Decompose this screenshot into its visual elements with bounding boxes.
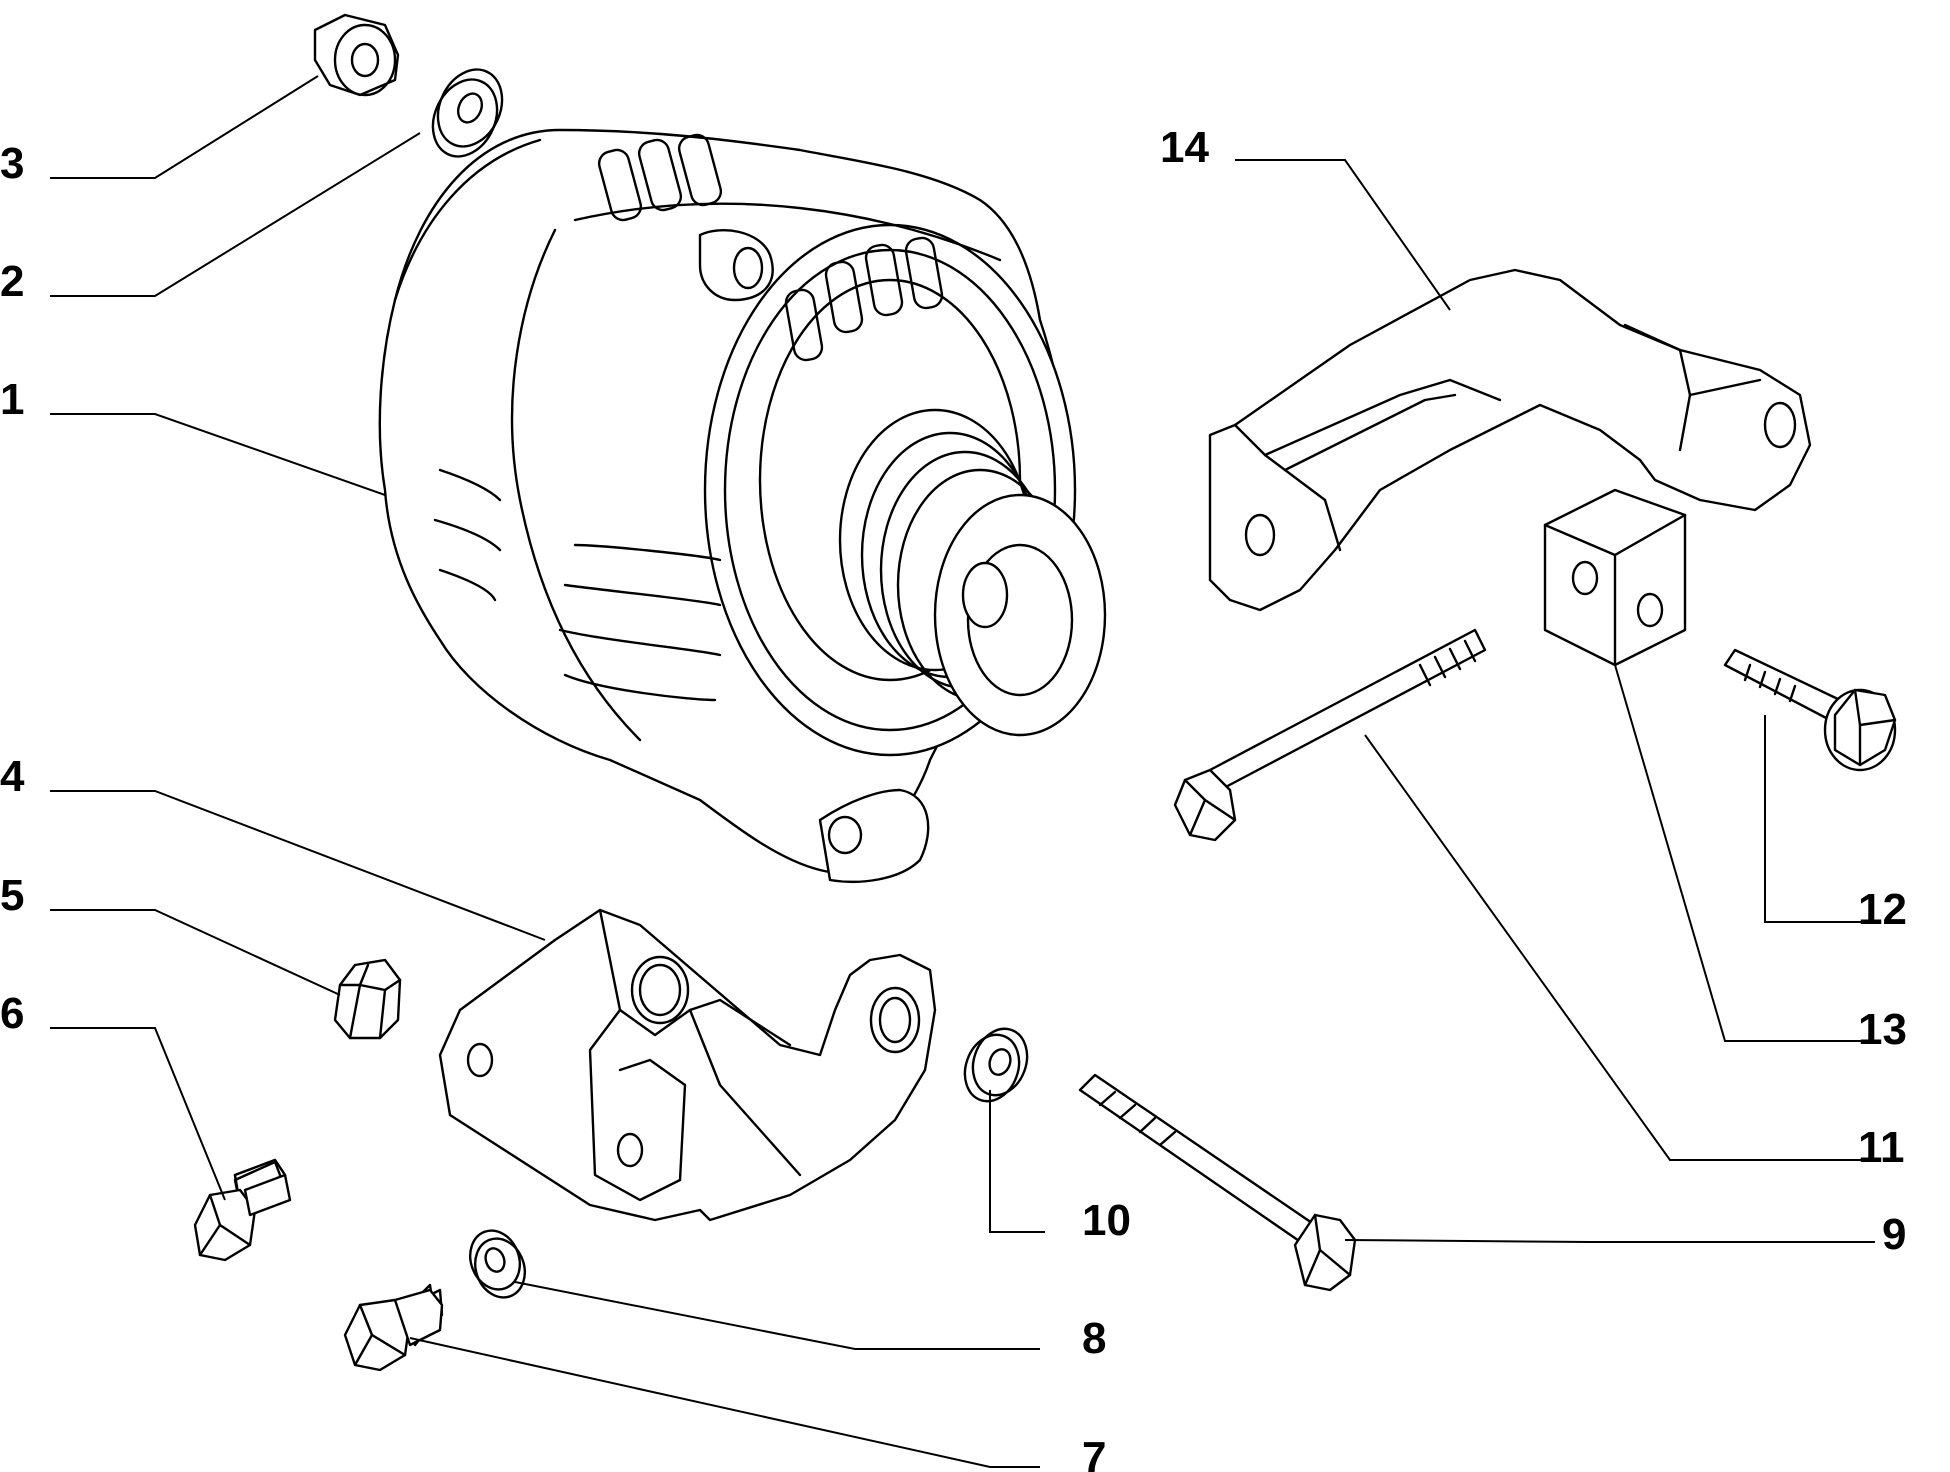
callout-8: 8: [1082, 1314, 1106, 1363]
callout-1: 1: [0, 375, 24, 424]
flanged-bolt: [1723, 648, 1897, 772]
callout-labels: 1 2 3 4 5 6 7 8 9 10 11 12 13 14: [0, 123, 1907, 1472]
leader-1: [50, 413, 386, 496]
short-bolt: [193, 1158, 292, 1262]
callout-7: 7: [1082, 1433, 1106, 1472]
washer-bolt-lower: [963, 1027, 1029, 1103]
leader-10: [989, 1090, 1045, 1233]
leader-9: [1344, 1239, 1875, 1243]
leader-12: [1764, 715, 1875, 923]
callout-10: 10: [1082, 1196, 1131, 1245]
callout-14: 14: [1160, 123, 1209, 172]
tensioner-bracket: [1208, 268, 1812, 612]
callout-13: 13: [1858, 1005, 1907, 1054]
callout-2: 2: [0, 257, 24, 306]
leader-2: [50, 132, 421, 297]
callout-4: 4: [0, 752, 25, 801]
callout-11: 11: [1858, 1123, 1905, 1172]
long-bolt-lower: [1078, 1073, 1357, 1292]
callout-12: 12: [1858, 885, 1907, 934]
leader-lines: [50, 75, 1875, 1468]
leader-8: [514, 1281, 1040, 1350]
callout-3: 3: [0, 139, 24, 188]
spacer-block: [1543, 488, 1687, 667]
leader-3: [50, 75, 319, 179]
long-bolt-upper: [1173, 628, 1487, 842]
leader-4: [50, 790, 546, 941]
leader-11: [1364, 734, 1875, 1161]
callout-9: 9: [1882, 1210, 1906, 1259]
hex-nut: [333, 958, 402, 1040]
leader-6: [50, 1027, 226, 1201]
leader-13: [1614, 664, 1875, 1042]
leader-14: [1235, 159, 1451, 311]
leader-5: [50, 909, 341, 996]
leader-7: [409, 1337, 1040, 1468]
washer: [431, 68, 504, 158]
support-bracket: [438, 908, 937, 1222]
callout-6: 6: [0, 989, 24, 1038]
flanged-nut: [313, 13, 400, 97]
bolt-small: [343, 1283, 444, 1372]
washer-small: [469, 1229, 526, 1299]
alternator: [378, 128, 1107, 883]
callout-5: 5: [0, 871, 24, 920]
